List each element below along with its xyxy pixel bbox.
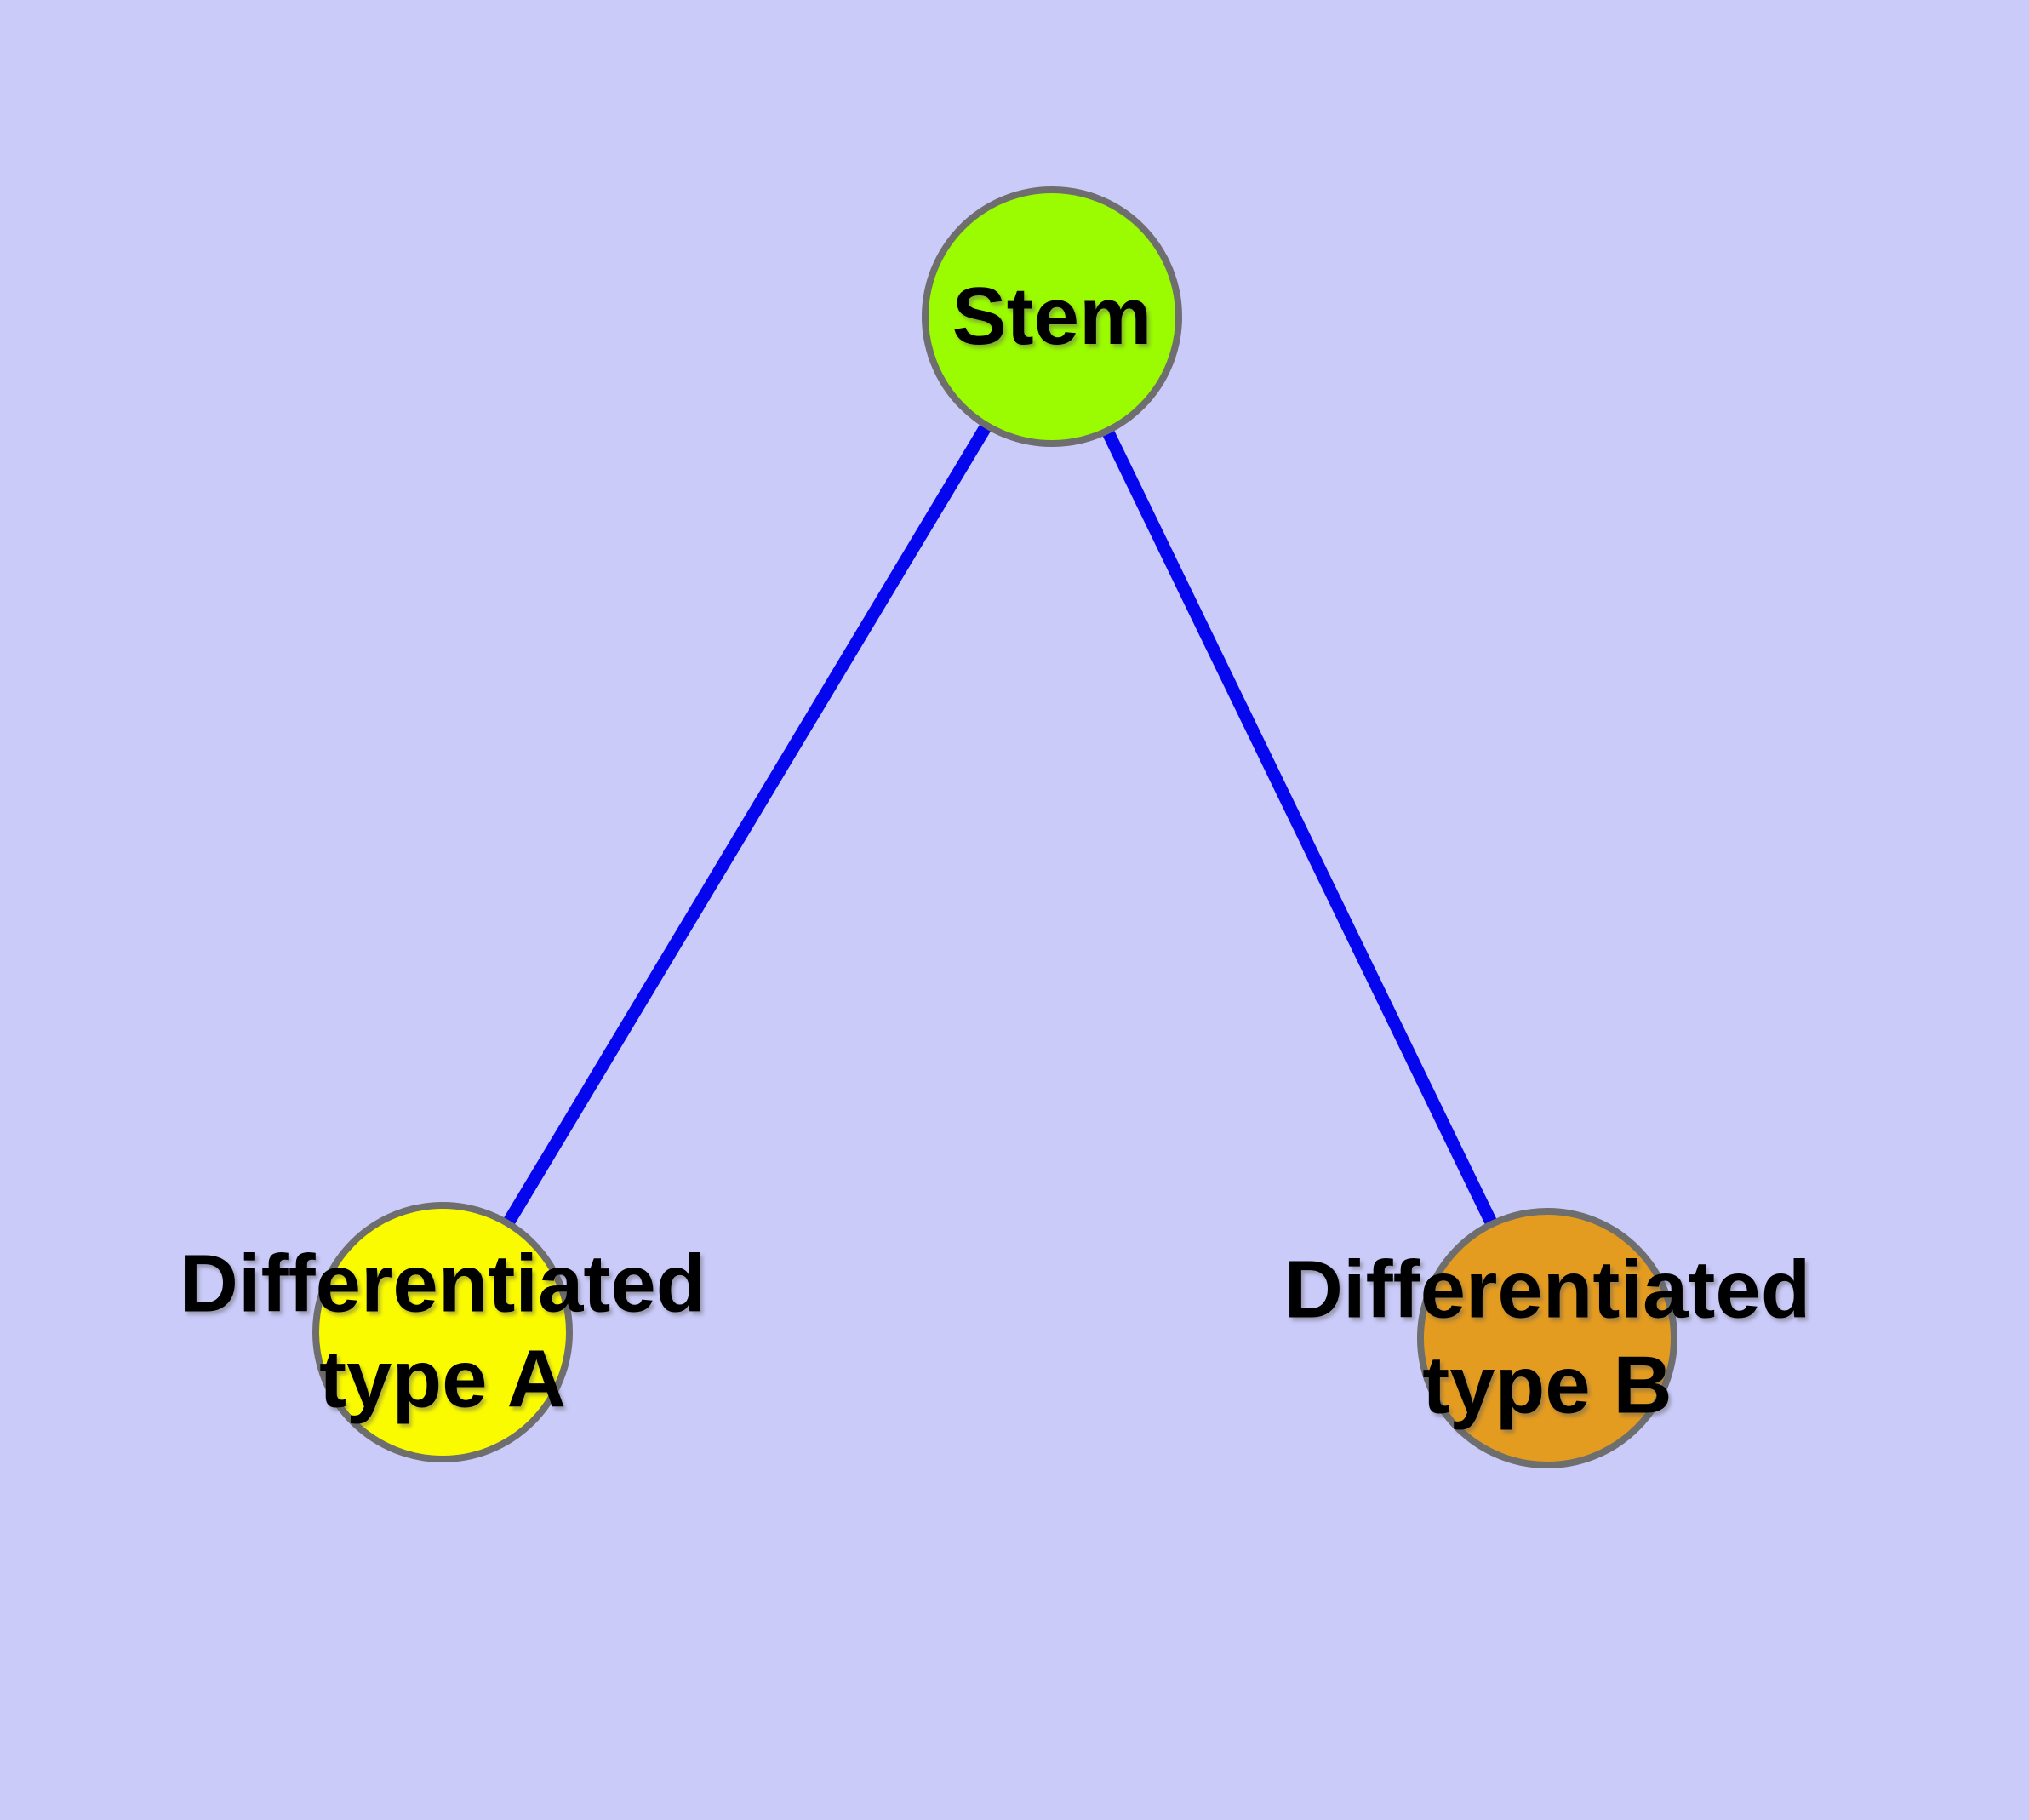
node-differentiated-type-b-label: Differentiated type B: [1283, 1244, 1811, 1431]
node-stem-label: Stem: [952, 270, 1152, 362]
node-differentiated-type-a: [312, 1202, 573, 1462]
node-differentiated-type-b: [1417, 1208, 1677, 1468]
node-differentiated-type-a-label: Differentiated type A: [179, 1238, 706, 1425]
edge-stem-to-type-b: [1046, 313, 1553, 1342]
edge-stem-to-type-a: [437, 313, 1058, 1336]
node-stem: [922, 186, 1182, 447]
